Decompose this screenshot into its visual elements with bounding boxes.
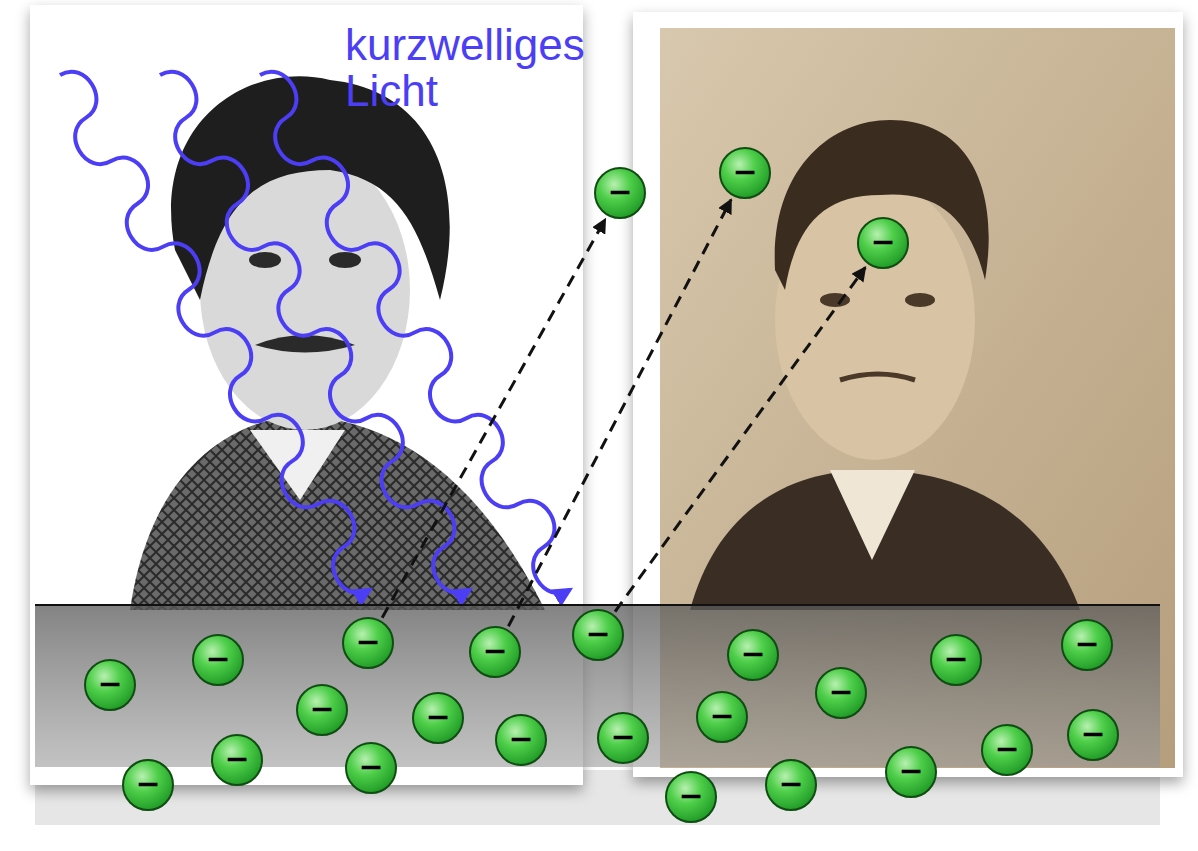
electron: − bbox=[765, 759, 817, 811]
electron: − bbox=[495, 714, 547, 766]
emission-arrow bbox=[508, 200, 731, 627]
minus-sign: − bbox=[355, 627, 380, 657]
electron: − bbox=[1061, 619, 1113, 671]
light-label: kurzwelliges Licht bbox=[345, 22, 645, 114]
electron: − bbox=[296, 684, 348, 736]
minus-sign: − bbox=[898, 756, 923, 786]
minus-sign: − bbox=[943, 644, 968, 674]
electron: − bbox=[122, 759, 174, 811]
minus-sign: − bbox=[994, 734, 1019, 764]
electron: − bbox=[192, 634, 244, 686]
minus-sign: − bbox=[740, 639, 765, 669]
electron: − bbox=[1067, 709, 1119, 761]
slab-surface bbox=[35, 604, 1160, 606]
electron: − bbox=[469, 626, 521, 678]
electron: − bbox=[594, 167, 646, 219]
electron: − bbox=[84, 659, 136, 711]
minus-sign: − bbox=[224, 744, 249, 774]
minus-sign: − bbox=[709, 701, 734, 731]
electron: − bbox=[930, 634, 982, 686]
minus-sign: − bbox=[97, 669, 122, 699]
electron: − bbox=[981, 724, 1033, 776]
minus-sign: − bbox=[732, 157, 757, 187]
emission-arrow bbox=[615, 267, 865, 611]
minus-sign: − bbox=[828, 677, 853, 707]
electron: − bbox=[857, 217, 909, 269]
minus-sign: − bbox=[135, 769, 160, 799]
emission-arrow bbox=[382, 219, 605, 618]
minus-sign: − bbox=[585, 619, 610, 649]
electron: − bbox=[412, 692, 464, 744]
electron: − bbox=[815, 667, 867, 719]
minus-sign: − bbox=[1074, 629, 1099, 659]
minus-sign: − bbox=[205, 644, 230, 674]
electron: − bbox=[572, 609, 624, 661]
minus-sign: − bbox=[358, 752, 383, 782]
minus-sign: − bbox=[508, 724, 533, 754]
einstein-portrait bbox=[130, 76, 545, 610]
minus-sign: − bbox=[778, 769, 803, 799]
minus-sign: − bbox=[1080, 719, 1105, 749]
minus-sign: − bbox=[309, 694, 334, 724]
electron: − bbox=[727, 629, 779, 681]
minus-sign: − bbox=[678, 781, 703, 811]
minus-sign: − bbox=[607, 177, 632, 207]
light-waves bbox=[60, 72, 570, 593]
minus-sign: − bbox=[482, 636, 507, 666]
electron: − bbox=[342, 617, 394, 669]
electron: − bbox=[345, 742, 397, 794]
minus-sign: − bbox=[610, 722, 635, 752]
electron: − bbox=[665, 771, 717, 823]
electron: − bbox=[885, 746, 937, 798]
minus-sign: − bbox=[870, 227, 895, 257]
electron: − bbox=[719, 147, 771, 199]
de-broglie-portrait bbox=[690, 120, 1080, 610]
electron: − bbox=[597, 712, 649, 764]
minus-sign: − bbox=[425, 702, 450, 732]
electron: − bbox=[696, 691, 748, 743]
electron: − bbox=[211, 734, 263, 786]
